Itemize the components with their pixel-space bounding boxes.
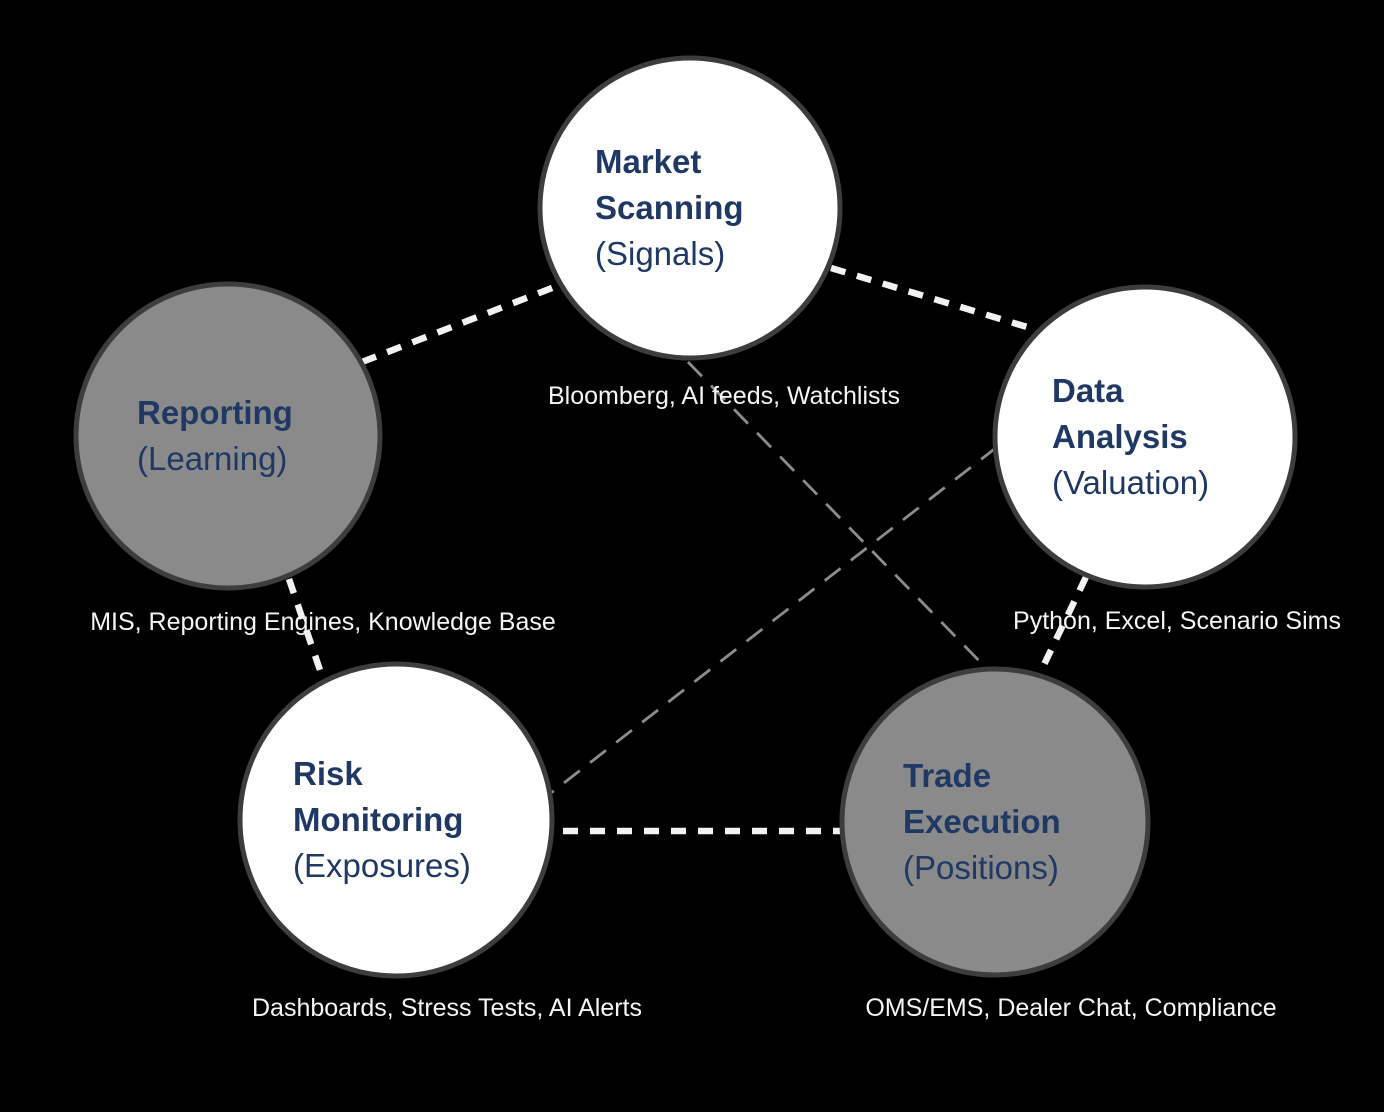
node-title-line: Trade [903,757,992,794]
node-label-risk-monitoring: Risk Monitoring (Exposures) [240,664,552,976]
node-title-line: Analysis [1052,418,1188,455]
node-circle-reporting [73,281,383,591]
node-title-line: Monitoring [293,801,464,838]
node-circle-market-scanning [537,55,843,361]
node-title-line: Data [1052,372,1124,409]
caption-market-scanning: Bloomberg, AI feeds, Watchlists [547,382,900,410]
node-subtitle: (Signals) [595,235,726,272]
node-label-trade-execution: Trade Execution (Positions) [842,669,1148,975]
link-market-scanning-trade-execution [686,361,993,674]
node-title-line: Scanning [595,189,744,226]
node-circle-risk-monitoring [237,661,555,979]
node-title-line: Execution [903,803,1061,840]
caption-risk-monitoring: Dashboards, Stress Tests, AI Alerts [252,994,642,1022]
link-data-analysis-risk-monitoring [550,445,998,795]
node-title-line: Risk [293,755,363,792]
node-circle-trade-execution [839,666,1151,978]
link-market-scanning-data-analysis [830,264,1038,334]
node-label-reporting: Reporting (Learning) [76,284,380,588]
link-data-analysis-trade-execution [1037,575,1089,675]
node-label-market-scanning: Market Scanning (Signals) [540,58,840,358]
caption-trade-execution: OMS/EMS, Dealer Chat, Compliance [865,994,1277,1022]
node-subtitle: (Positions) [903,849,1059,886]
node-title-line: Reporting [137,394,293,431]
link-risk-monitoring-reporting [285,577,326,678]
node-subtitle: (Learning) [137,440,288,477]
node-subtitle: (Exposures) [293,847,471,884]
node-label-data-analysis: Data Analysis (Valuation) [995,287,1295,587]
caption-reporting: MIS, Reporting Engines, Knowledge Base [90,608,556,636]
node-subtitle: (Valuation) [1052,464,1210,501]
caption-data-analysis: Python, Excel, Scenario Sims [1013,607,1341,635]
link-reporting-market-scanning [360,282,559,366]
node-title-line: Market [595,143,702,180]
node-circle-data-analysis [992,284,1298,590]
